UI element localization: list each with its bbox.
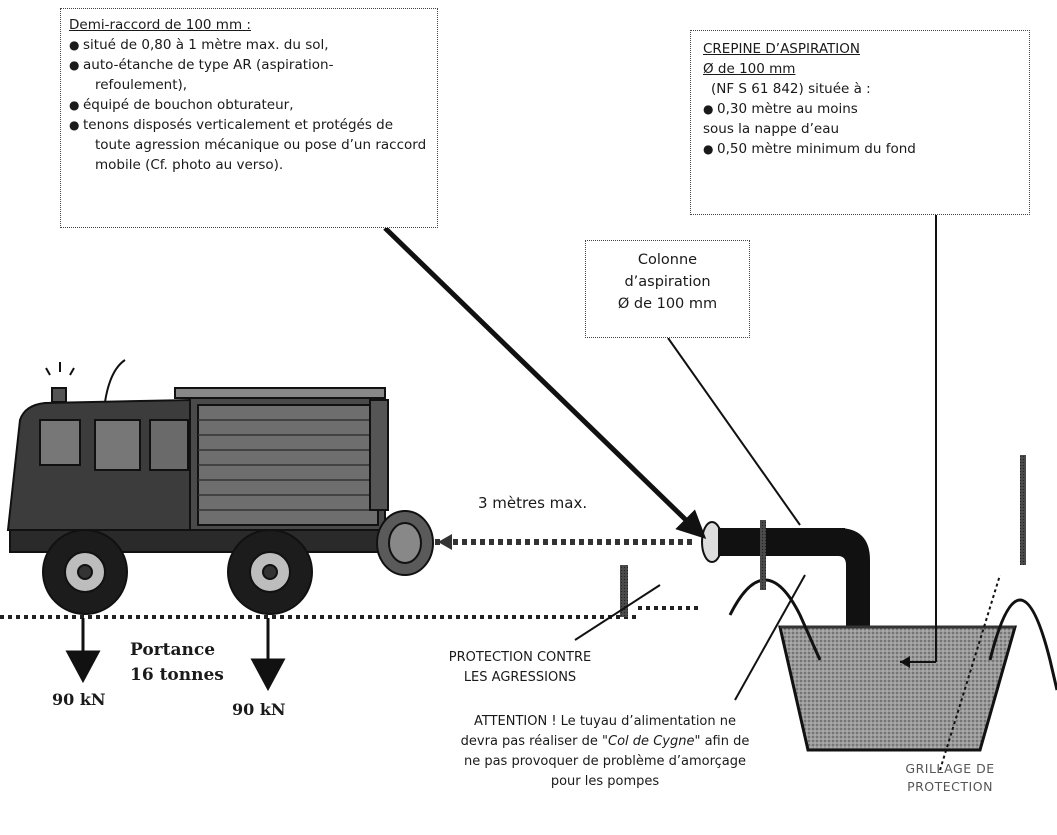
raccord-item-1: situé de 0,80 à 1 mètre max. du sol, [69,35,429,55]
crepine-info-box: CREPINE D’ASPIRATION Ø de 100 mm (NF S 6… [690,30,1030,215]
crepine-item-1-cont: sous la nappe d’eau [703,121,840,137]
colonne-line-2: d’aspiration [624,274,711,290]
distance-label: 3 mètres max. [478,494,588,512]
protection-label: PROTECTION CONTRE LES AGRESSIONS [448,650,592,685]
attention-note: ATTENTION ! Le tuyau d’alimentation ne d… [460,714,750,789]
left-mound [728,578,822,661]
colonne-pointer [667,337,801,526]
raccord-item-2: auto-étanche de type AR (aspiration-refo… [69,55,429,95]
protection-post [620,565,628,617]
tonnes-label: 16 tonnes [130,665,224,685]
colonne-info-box: Colonne d’aspiration Ø de 100 mm [585,240,750,338]
crepine-item-2: 0,50 mètre minimum du fond [703,139,1017,159]
crepine-diameter: Ø de 100 mm [703,61,796,77]
load-right-label: 90 kN [232,700,286,719]
portance-label: Portance [130,640,216,660]
colonne-line-3: Ø de 100 mm [617,296,718,312]
crepine-title: CREPINE D’ASPIRATION [703,41,860,57]
load-left-label: 90 kN [52,690,106,709]
grillage-pointer [939,574,1001,771]
load-arrow-left [65,618,101,684]
grillage-label: GRILLAGE DE PROTECTION [905,761,995,794]
attention-pointer [734,574,806,701]
protection-pointer [574,584,661,641]
fire-truck [6,359,434,615]
water-reservoir [778,625,1017,752]
raccord-info-box: Demi-raccord de 100 mm : situé de 0,80 à… [60,8,438,228]
raccord-title: Demi-raccord de 100 mm : [69,17,251,33]
raccord-pointer [383,226,690,524]
colonne-line-1: Colonne [637,252,698,268]
crepine-item-1: 0,30 mètre au moins [703,99,1017,119]
raccord-item-4: tenons disposés verticalement et protégé… [69,115,429,175]
raccord-item-3: équipé de bouchon obturateur, [69,95,429,115]
load-arrow-right [250,618,286,692]
crepine-norm: (NF S 61 842) située à : [711,81,871,97]
right-mound [988,598,1057,691]
